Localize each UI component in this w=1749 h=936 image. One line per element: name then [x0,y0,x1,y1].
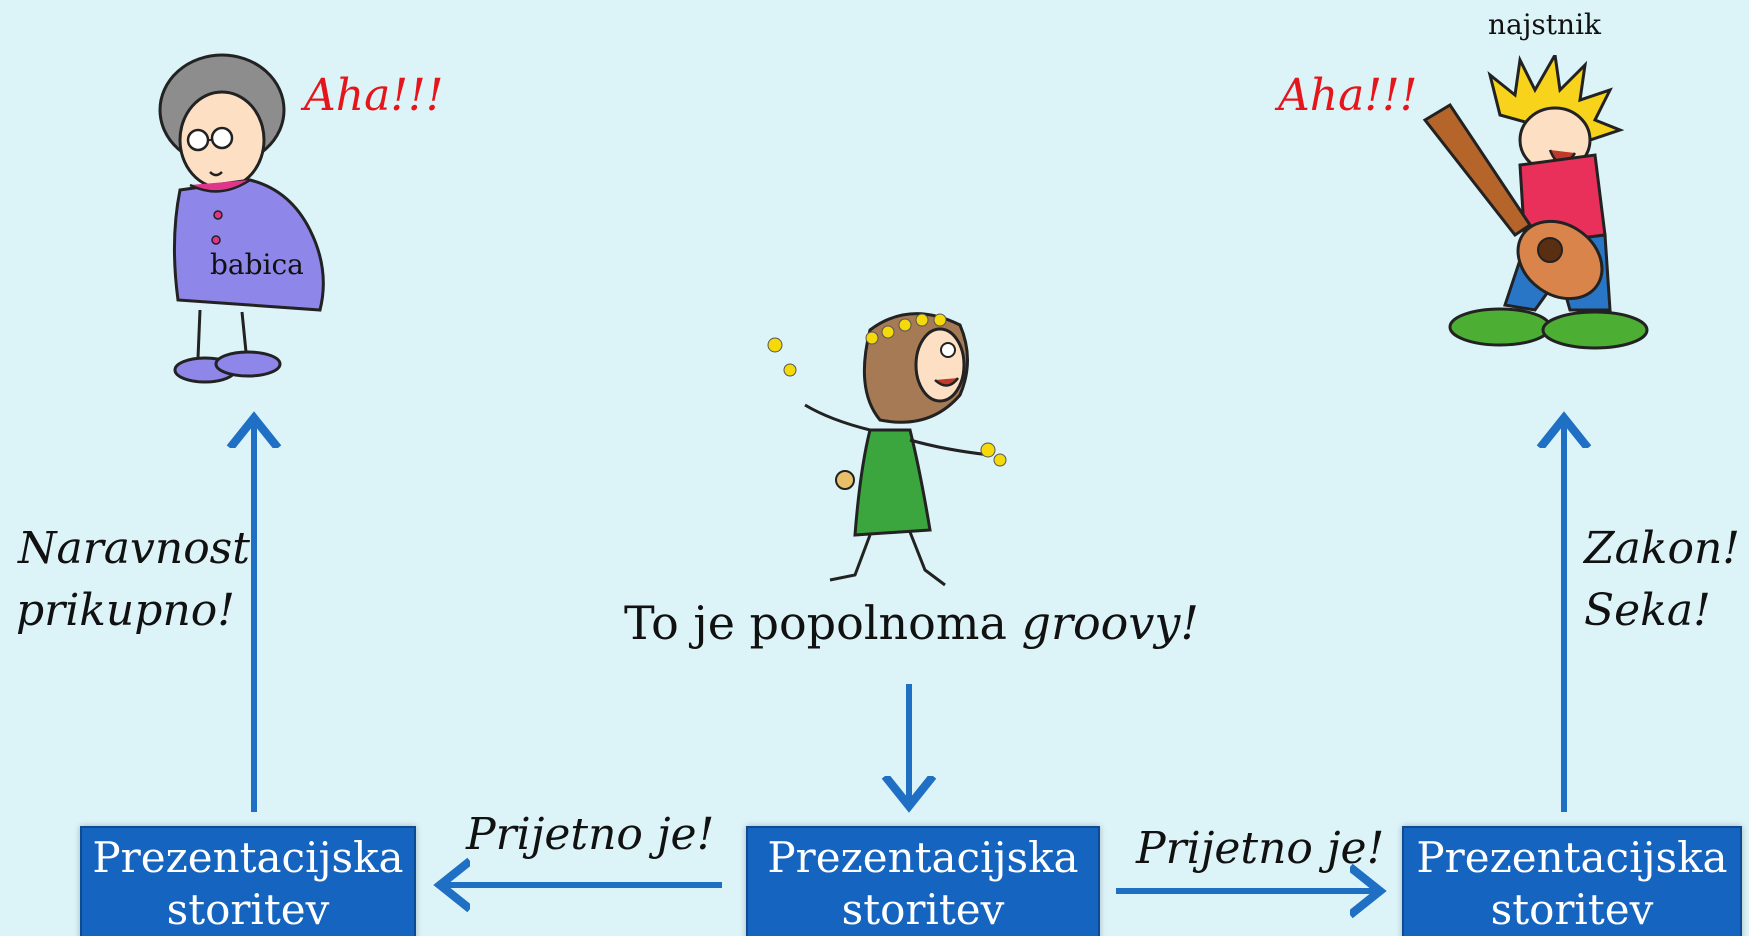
grandma-comment-line2: prikupno! [16,585,235,636]
teen-label: najstnik [1488,8,1601,41]
teen-illustration [1422,55,1649,350]
teen-comment-line1: Zakon! [1584,523,1740,574]
teen-comment-line2: Seka! [1584,585,1711,636]
edge-label-center-to-left: Prijetno je! [466,809,715,860]
box-center-line2: storitev [841,885,1005,934]
grandma-reaction: Aha!!! [304,70,444,121]
presentation-service-box-left: Prezentacijska storitev [80,826,416,936]
teen-reaction: Aha!!! [1278,70,1418,121]
hippie-caption-italic: groovy! [1021,596,1199,650]
grandma-comment-line1: Naravnost [18,523,250,574]
grandma-label: babica [210,248,304,281]
box-center-line1: Prezentacijska [767,833,1079,882]
hippie-caption-plain: To je popolnoma [624,596,1022,650]
box-right-line1: Prezentacijska [1416,833,1728,882]
hippie-caption: To je popolnoma groovy! [624,596,1199,650]
box-right-line2: storitev [1490,885,1654,934]
grandma-illustration [158,53,325,384]
box-left-line2: storitev [166,885,330,934]
box-left-line1: Prezentacijska [92,833,404,882]
presentation-service-box-right: Prezentacijska storitev [1402,826,1742,936]
hippie-illustration [767,312,1007,587]
presentation-service-box-center: Prezentacijska storitev [746,826,1100,936]
edge-label-center-to-right: Prijetno je! [1136,823,1385,874]
